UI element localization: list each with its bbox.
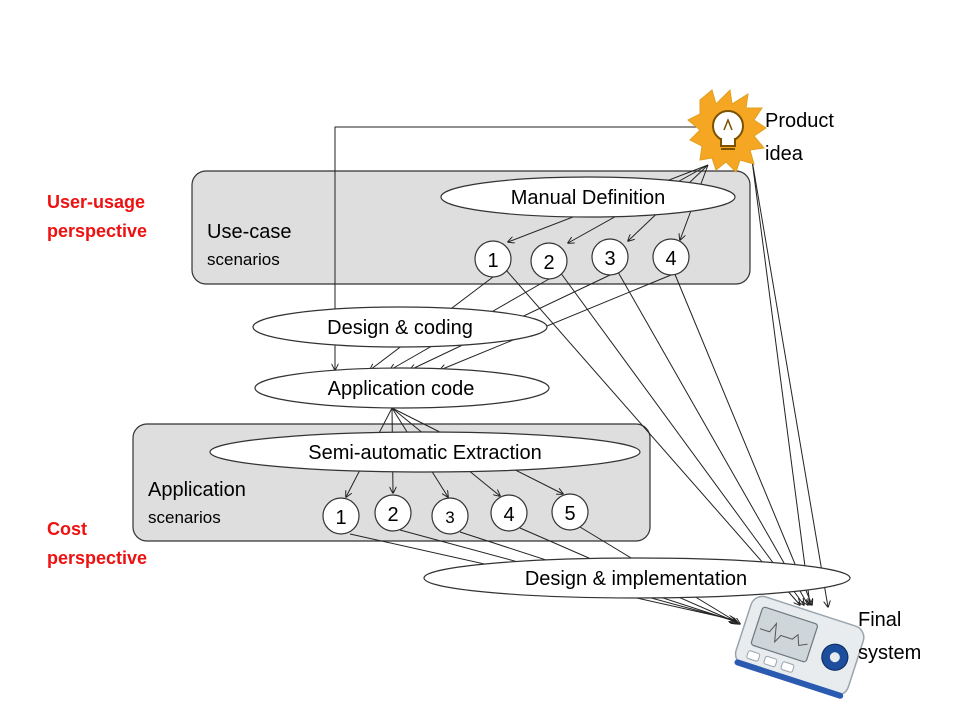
application-item-2-label: 2 xyxy=(387,504,398,526)
arrow-idea-to-final-2 xyxy=(751,159,828,607)
semi-automatic-extraction-label: Semi-automatic Extraction xyxy=(308,442,541,464)
arrow-usecase-4-to-code xyxy=(440,274,672,370)
user-usage-perspective-label: User-usage perspective xyxy=(47,192,150,241)
product-idea-label: Product idea xyxy=(765,110,840,165)
application-code-ellipse xyxy=(254,367,550,409)
cost-perspective-label: Cost perspective xyxy=(47,519,147,568)
use-case-item-1 xyxy=(474,240,512,278)
arrow-usecase-4-to-final xyxy=(673,271,812,605)
design-implementation-label: Design & implementation xyxy=(525,568,747,590)
final-system-line1: Final xyxy=(858,609,901,631)
use-case-item-4-label: 4 xyxy=(665,248,676,270)
user-usage-perspective-line1: User-usage xyxy=(47,192,145,212)
arrow-usecase-3-to-final xyxy=(617,271,808,605)
application-item-1-label: 1 xyxy=(335,507,346,529)
arrow-idea-to-final-1 xyxy=(751,159,810,605)
ecg-monitor-device-icon xyxy=(734,595,865,699)
semi-automatic-extraction-ellipse xyxy=(209,431,641,473)
application-item-3-label: 3 xyxy=(445,508,454,527)
use-case-item-2-label: 2 xyxy=(543,252,554,274)
design-coding-label: Design & coding xyxy=(327,317,473,339)
application-label: Application xyxy=(148,479,246,501)
use-case-item-3 xyxy=(591,238,629,276)
use-case-item-3-label: 3 xyxy=(604,248,615,270)
application-item-4 xyxy=(490,494,528,532)
use-case-label: Use-case xyxy=(207,221,291,243)
application-sublabel: scenarios xyxy=(148,508,221,527)
product-idea-line2: idea xyxy=(765,143,804,165)
use-case-item-4 xyxy=(652,238,690,276)
use-case-sublabel: scenarios xyxy=(207,250,280,269)
application-item-5 xyxy=(551,493,589,531)
application-item-1 xyxy=(322,497,360,535)
application-item-5-label: 5 xyxy=(564,503,575,525)
use-case-item-2 xyxy=(530,242,568,280)
design-coding-ellipse xyxy=(252,306,548,348)
manual-definition-label: Manual Definition xyxy=(511,187,666,209)
final-system-line2: system xyxy=(858,642,921,664)
manual-definition-ellipse xyxy=(440,176,736,218)
arrow-usecase-2-to-final xyxy=(559,271,804,605)
application-item-3 xyxy=(431,497,469,535)
use-case-items: 1 2 3 4 xyxy=(474,238,690,280)
lightbulb-icon xyxy=(687,88,767,173)
arrow-usecase-1-to-final xyxy=(505,269,800,605)
application-item-4-label: 4 xyxy=(503,504,514,526)
product-idea-line1: Product xyxy=(765,110,834,132)
arrow-idea-to-application-code xyxy=(335,126,700,370)
application-items: 1 2 3 4 5 xyxy=(322,493,589,535)
design-implementation-ellipse xyxy=(423,557,851,599)
application-item-2 xyxy=(374,494,412,532)
application-code-label: Application code xyxy=(328,378,475,400)
use-case-item-1-label: 1 xyxy=(487,250,498,272)
cost-perspective-line2: perspective xyxy=(47,548,147,568)
final-system-label: Final system xyxy=(858,609,921,664)
cost-perspective-line1: Cost xyxy=(47,519,87,539)
user-usage-perspective-line2: perspective xyxy=(47,221,147,241)
